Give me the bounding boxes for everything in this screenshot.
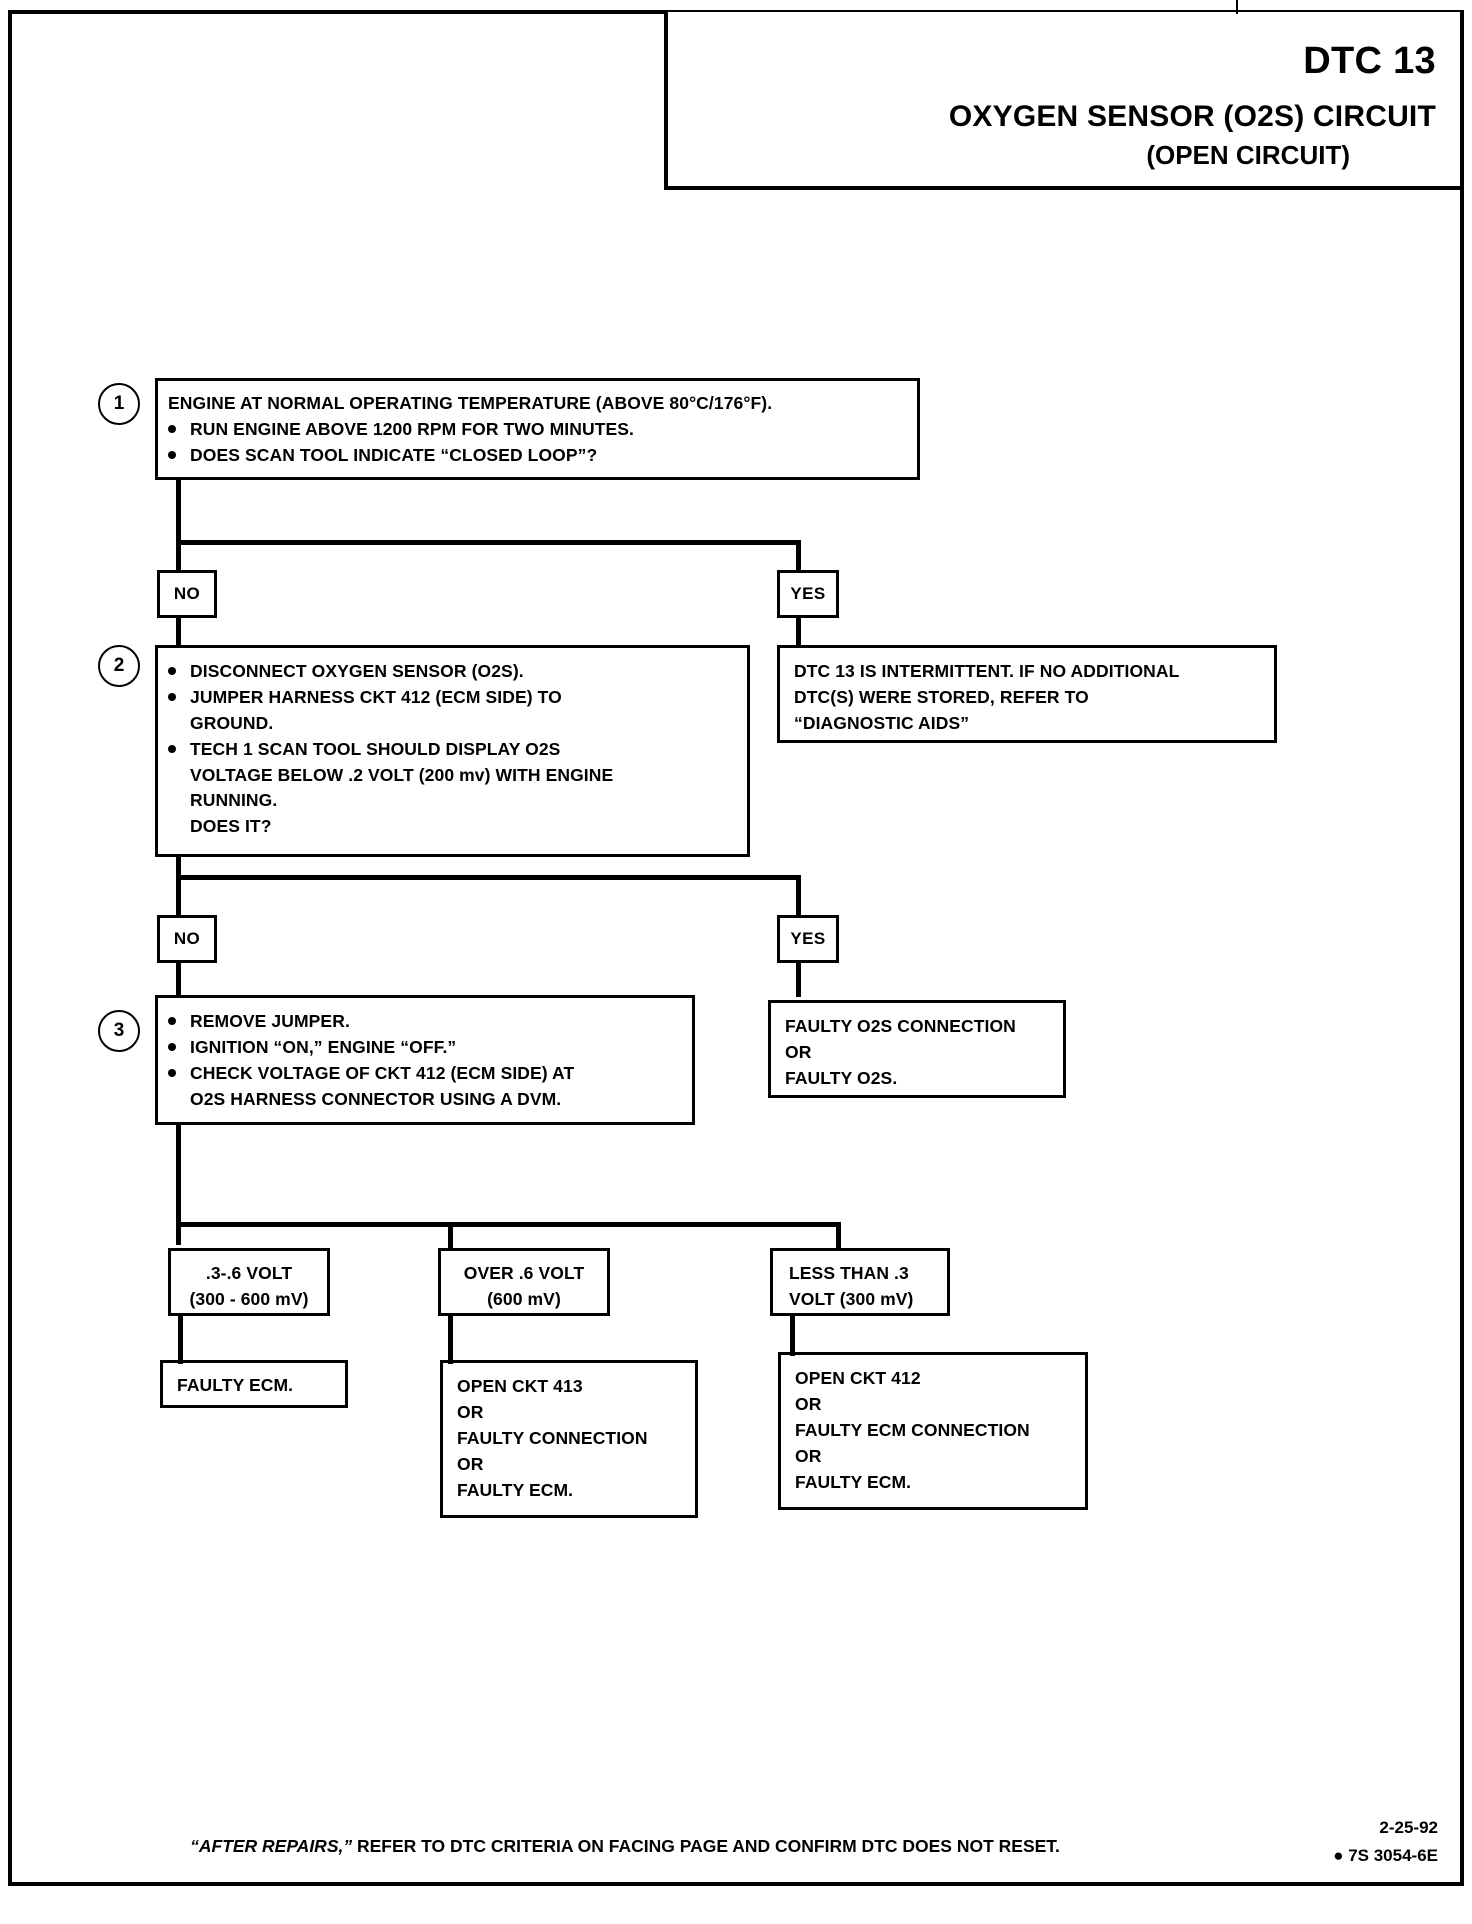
footer-note-italic: “AFTER REPAIRS,” bbox=[190, 1836, 353, 1856]
result-open-413-line-5: FAULTY ECM. bbox=[457, 1479, 574, 1500]
result-faulty-o2s-box: FAULTY O2S CONNECTION OR FAULTY O2S. bbox=[768, 1000, 1066, 1098]
registration-tick-mark bbox=[1236, 0, 1238, 14]
result-open-412-box: OPEN CKT 412 OR FAULTY ECM CONNECTION OR… bbox=[778, 1352, 1088, 1510]
page-border-right bbox=[1460, 10, 1464, 1886]
connector-step1-split bbox=[176, 540, 801, 545]
connector-step2-split bbox=[176, 875, 801, 880]
header-title-block: DTC 13 OXYGEN SENSOR (O2S) CIRCUIT (OPEN… bbox=[664, 12, 1460, 190]
voltage-high-line-1: OVER .6 VOLT bbox=[463, 1263, 585, 1283]
step-2-line-7: DOES IT? bbox=[190, 816, 272, 837]
voltage-low-line-2: VOLT (300 mV) bbox=[789, 1288, 914, 1309]
voltage-mid-box: .3-.6 VOLT (300 - 600 mV) bbox=[168, 1248, 330, 1316]
branch-yes-2: YES bbox=[777, 915, 839, 963]
connector-voltage-mid-down bbox=[448, 1222, 453, 1250]
step-3-line-3: CHECK VOLTAGE OF CKT 412 (ECM SIDE) AT bbox=[158, 1061, 684, 1087]
connector-no2-to-step3 bbox=[176, 961, 181, 997]
connector-no1-down bbox=[176, 540, 181, 575]
footer-note: “AFTER REPAIRS,” REFER TO DTC CRITERIA O… bbox=[0, 1836, 1250, 1857]
step-2-line-6: RUNNING. bbox=[190, 790, 278, 811]
result-intermittent-line-1: DTC 13 IS INTERMITTENT. IF NO ADDITIONAL bbox=[794, 661, 1180, 681]
result-open-412-line-1: OPEN CKT 412 bbox=[795, 1368, 921, 1388]
voltage-high-box: OVER .6 VOLT (600 mV) bbox=[438, 1248, 610, 1316]
step-3-line-4: O2S HARNESS CONNECTOR USING A DVM. bbox=[190, 1088, 562, 1109]
footer-date: 2-25-92 bbox=[1379, 1818, 1438, 1837]
branch-no-1: NO bbox=[157, 570, 217, 618]
page-border-left bbox=[8, 10, 12, 1886]
step-3-line-1: REMOVE JUMPER. bbox=[158, 1009, 684, 1035]
step-1-box: ENGINE AT NORMAL OPERATING TEMPERATURE (… bbox=[155, 378, 920, 480]
result-open-413-line-3: FAULTY CONNECTION bbox=[457, 1427, 648, 1448]
step-1-line-1: ENGINE AT NORMAL OPERATING TEMPERATURE (… bbox=[168, 393, 773, 413]
step-number-2: 2 bbox=[98, 645, 140, 687]
result-faulty-ecm-line-1: FAULTY ECM. bbox=[177, 1375, 294, 1395]
result-intermittent-line-3: “DIAGNOSTIC AIDS” bbox=[794, 712, 970, 733]
step-2-line-3: GROUND. bbox=[190, 712, 274, 733]
connector-yes2-to-faulty-o2s bbox=[796, 961, 801, 997]
result-open-412-line-2: OR bbox=[795, 1393, 822, 1414]
step-3-box: REMOVE JUMPER. IGNITION “ON,” ENGINE “OF… bbox=[155, 995, 695, 1125]
page-border-bottom bbox=[8, 1882, 1464, 1886]
branch-no-2: NO bbox=[157, 915, 217, 963]
connector-high-to-open413 bbox=[448, 1316, 453, 1364]
voltage-low-line-1: LESS THAN .3 bbox=[789, 1263, 909, 1283]
result-open-413-line-4: OR bbox=[457, 1453, 484, 1474]
result-open-412-line-3: FAULTY ECM CONNECTION bbox=[795, 1419, 1030, 1440]
connector-step3-down bbox=[176, 1125, 181, 1245]
result-intermittent-line-2: DTC(S) WERE STORED, REFER TO bbox=[794, 686, 1089, 707]
voltage-low-box: LESS THAN .3 VOLT (300 mV) bbox=[770, 1248, 950, 1316]
branch-yes-1: YES bbox=[777, 570, 839, 618]
result-faulty-ecm-box: FAULTY ECM. bbox=[160, 1360, 348, 1408]
step-number-1: 1 bbox=[98, 383, 140, 425]
result-open-413-line-2: OR bbox=[457, 1401, 484, 1422]
footer-note-rest: REFER TO DTC CRITERIA ON FACING PAGE AND… bbox=[352, 1836, 1060, 1856]
circuit-subtitle: (OPEN CIRCUIT) bbox=[1146, 140, 1350, 170]
result-open-413-box: OPEN CKT 413 OR FAULTY CONNECTION OR FAU… bbox=[440, 1360, 698, 1518]
step-2-line-5: VOLTAGE BELOW .2 VOLT (200 mv) WITH ENGI… bbox=[190, 764, 614, 785]
connector-step3-split bbox=[176, 1222, 841, 1227]
connector-yes1-down bbox=[796, 540, 801, 575]
connector-yes2-down bbox=[796, 875, 801, 920]
connector-voltage-low-down bbox=[836, 1222, 841, 1250]
voltage-mid-line-1: .3-.6 VOLT bbox=[205, 1263, 293, 1283]
connector-step1-down bbox=[176, 480, 181, 545]
voltage-mid-line-2: (300 - 600 mV) bbox=[189, 1288, 309, 1309]
result-intermittent-box: DTC 13 IS INTERMITTENT. IF NO ADDITIONAL… bbox=[777, 645, 1277, 743]
step-1-line-2: RUN ENGINE ABOVE 1200 RPM FOR TWO MINUTE… bbox=[158, 417, 909, 443]
step-2-box: DISCONNECT OXYGEN SENSOR (O2S). JUMPER H… bbox=[155, 645, 750, 857]
step-number-3: 3 bbox=[98, 1010, 140, 1052]
circuit-name-title: OXYGEN SENSOR (O2S) CIRCUIT bbox=[948, 100, 1436, 133]
result-open-413-line-1: OPEN CKT 413 bbox=[457, 1376, 583, 1396]
result-open-412-line-4: OR bbox=[795, 1445, 822, 1466]
footer-code: ● 7S 3054-6E bbox=[1333, 1846, 1438, 1865]
connector-step2-down bbox=[176, 857, 181, 920]
step-3-line-2: IGNITION “ON,” ENGINE “OFF.” bbox=[158, 1035, 684, 1061]
connector-no1-to-step2 bbox=[176, 616, 181, 648]
step-2-line-1: DISCONNECT OXYGEN SENSOR (O2S). bbox=[158, 659, 739, 685]
result-faulty-o2s-line-1: FAULTY O2S CONNECTION bbox=[785, 1016, 1016, 1036]
step-1-line-3: DOES SCAN TOOL INDICATE “CLOSED LOOP”? bbox=[158, 443, 909, 469]
step-2-line-4: TECH 1 SCAN TOOL SHOULD DISPLAY O2S bbox=[158, 737, 739, 763]
voltage-high-line-2: (600 mV) bbox=[487, 1288, 561, 1309]
result-open-412-line-5: FAULTY ECM. bbox=[795, 1471, 912, 1492]
connector-mid-to-faulty-ecm bbox=[178, 1316, 183, 1364]
connector-low-to-open412 bbox=[790, 1316, 795, 1356]
result-faulty-o2s-line-2: OR bbox=[785, 1041, 812, 1062]
dtc-code-title: DTC 13 bbox=[1303, 40, 1436, 82]
result-faulty-o2s-line-3: FAULTY O2S. bbox=[785, 1067, 898, 1088]
connector-yes1-to-intermittent bbox=[796, 616, 801, 648]
step-2-line-2: JUMPER HARNESS CKT 412 (ECM SIDE) TO bbox=[158, 685, 739, 711]
